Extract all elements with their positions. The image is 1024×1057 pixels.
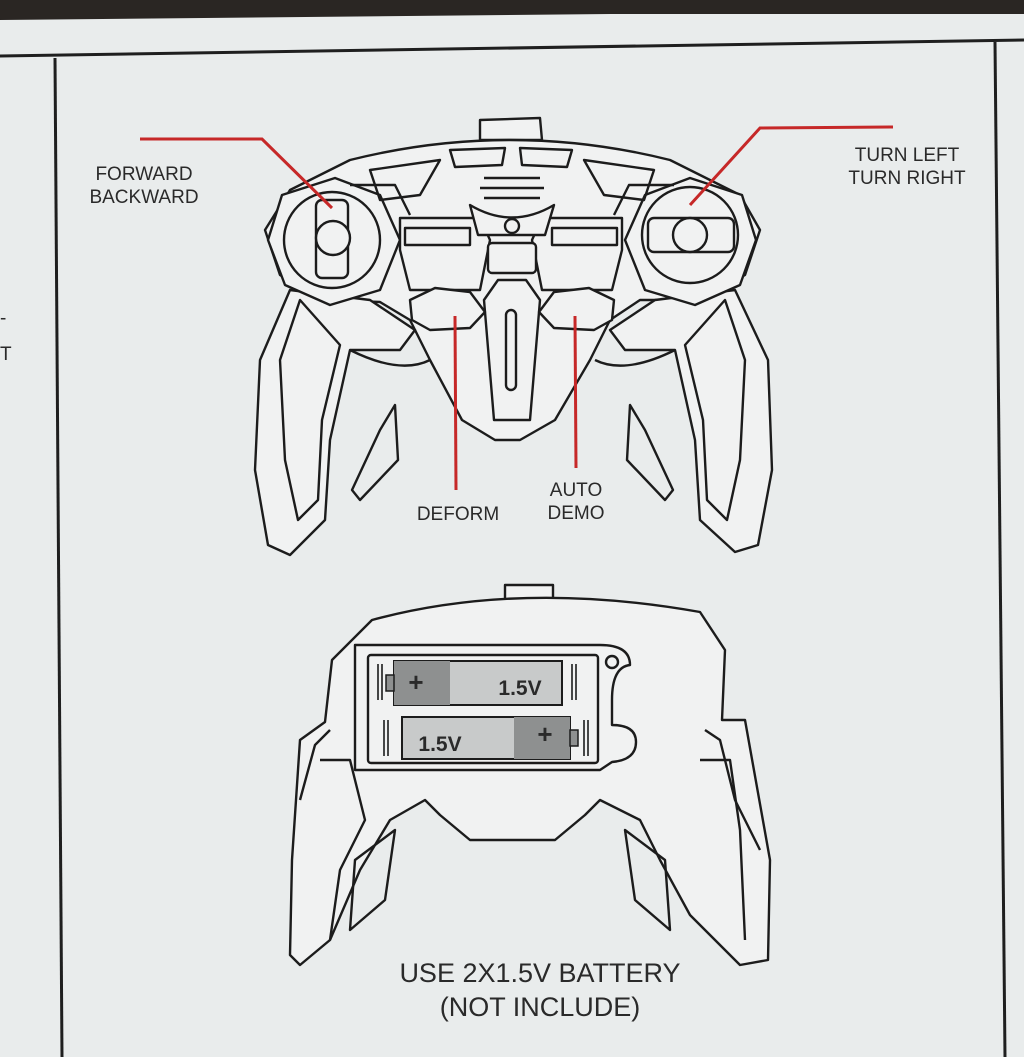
battery-caption: USE 2X1.5V BATTERY (NOT INCLUDE) [360, 957, 720, 1025]
demo-label: DEMO [547, 502, 605, 524]
paper [0, 10, 1024, 1057]
battery-2-voltage: 1.5V [418, 733, 462, 756]
auto-demo-leader [573, 315, 578, 469]
deform-label: DEFORM [416, 504, 500, 525]
battery-2 [401, 716, 579, 760]
battery-caption-line2: (NOT INCLUDE) [439, 991, 641, 1022]
turn-label: TURN LEFT TURN RIGHT [832, 145, 982, 191]
auto-demo-label: AUTO DEMO [536, 480, 616, 526]
controller-front-illustration [253, 116, 774, 557]
battery-2-plus: + [537, 719, 553, 749]
turn-right-label: TURN RIGHT [848, 167, 966, 189]
auto-label: AUTO [549, 480, 603, 501]
battery-1 [385, 660, 563, 706]
left-panel-fragment-letter: T [0, 344, 12, 365]
left-panel-fragment-dash: - [0, 308, 7, 329]
forward-label: FORWARD [95, 164, 193, 185]
battery-1-voltage: 1.5V [498, 677, 542, 700]
battery-1-plus: + [408, 667, 424, 697]
battery-caption-line1: USE 2X1.5V BATTERY [399, 958, 681, 988]
callout-lines [140, 125, 894, 491]
top-shadow [0, 0, 1024, 14]
panel-borders [0, 38, 1024, 1057]
forward-backward-label: FORWARD BACKWARD [82, 164, 206, 210]
backward-label: BACKWARD [89, 186, 199, 208]
battery-contacts [377, 664, 589, 756]
turn-left-label: TURN LEFT [854, 145, 960, 166]
deform-leader [453, 315, 458, 491]
forward-backward-leader [140, 137, 334, 210]
turn-leader [688, 125, 894, 207]
